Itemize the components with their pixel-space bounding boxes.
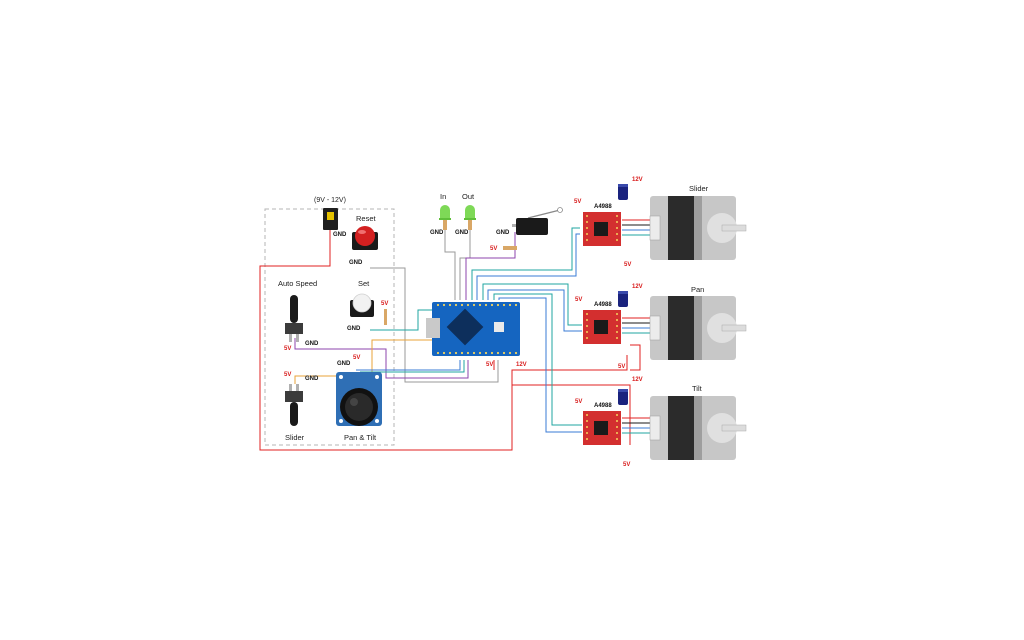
motor-tilt-label: Tilt [692,384,703,393]
switch-resistor-icon [503,246,517,250]
motor-wires-pan [622,317,650,334]
joystick-wire-x [356,360,461,371]
wires [259,219,650,451]
stepper-motor-icon [649,396,747,460]
set-label: Set [358,279,370,288]
auto-speed-pot-wire [294,338,469,379]
set-5v-label: 5V [381,301,388,307]
driver2-5v-bottom-label: 5V [618,364,625,370]
motor-pan-label: Pan [691,285,704,294]
power-wire-12v-top [630,344,641,371]
stepper-driver-icon [583,212,621,246]
auto-speed-label: Auto Speed [278,279,317,288]
switch-5v-label: 5V [490,246,497,252]
led-in-label: In [440,192,446,201]
driver3-5v-label: 5V [575,399,582,405]
driver1-5v-label: 5V [574,199,581,205]
motor-slider-label: Slider [689,184,709,193]
driver1-wire-step [471,227,580,300]
auto-speed-5v-label: 5V [284,346,291,352]
dc-jack-icon [323,208,338,230]
driver1-wire-dir [476,233,580,300]
slider-pot-gnd-label: GND [305,376,319,382]
driver2-12v-label: 12V [632,284,643,290]
driver2-chip-label: A4988 [594,302,612,308]
arduino-12v-label: 12V [516,362,527,368]
capacitor-icon [618,184,628,200]
led-out-wire [459,230,471,300]
potentiometer-icon[interactable] [285,295,303,342]
limit-switch-icon[interactable] [512,207,563,236]
led-in-wire [444,230,456,300]
jack-gnd-label: GND [333,232,347,238]
reset-label: Reset [356,214,377,223]
stepper-driver-icon [583,411,621,445]
joystick-wire-y [360,360,465,373]
push-button-icon[interactable] [350,293,374,317]
arduino-5v-label: 5V [486,362,493,368]
power-wire-12v [259,228,628,451]
capacitor-icon [618,389,628,405]
driver3-wire-dir [498,297,582,433]
potentiometer-icon[interactable] [285,384,303,426]
led-icon [464,205,476,230]
slider-pot-label: Slider [285,433,305,442]
driver2-wire-dir [487,289,582,332]
reset-wire [370,267,499,383]
joystick-5v-label: 5V [353,355,360,361]
power-supply-label: (9V - 12V) [314,197,346,204]
driver1-chip-label: A4988 [594,204,612,210]
stepper-motor-icon [649,296,747,360]
joystick-gnd-label: GND [337,361,351,367]
capacitor-icon [618,291,628,307]
driver3-12v-label: 12V [632,377,643,383]
set-gnd-label: GND [347,326,361,332]
stepper-driver-icon [583,310,621,344]
switch-gnd-label: GND [496,230,510,236]
arduino-nano-icon [426,302,520,356]
led-in-gnd-label: GND [430,230,444,236]
driver2-wire-step [482,283,582,326]
joystick-label: Pan & Tilt [344,433,377,442]
stepper-motor-icon [649,196,747,260]
power-wire-12v-drivers [512,384,631,445]
driver3-chip-label: A4988 [594,403,612,409]
slider-pot-5v-label: 5V [284,372,291,378]
driver3-5v-bottom-label: 5V [623,462,630,468]
led-icon [439,205,451,230]
driver1-12v-label: 12V [632,177,643,183]
set-resistor-icon [384,309,387,325]
joystick-icon[interactable] [336,372,382,426]
led-out-gnd-label: GND [455,230,469,236]
driver3-wire-step [493,293,582,426]
driver1-5v-bottom-label: 5V [624,262,631,268]
motor-wires-tilt [622,417,650,434]
motor-wires-slider [622,219,650,236]
led-out-label: Out [462,192,475,201]
limit-switch-wire [465,232,516,300]
auto-speed-gnd-label: GND [305,341,319,347]
push-button-icon[interactable] [352,226,378,250]
driver2-5v-label: 5V [575,297,582,303]
reset-gnd-label: GND [349,260,363,266]
